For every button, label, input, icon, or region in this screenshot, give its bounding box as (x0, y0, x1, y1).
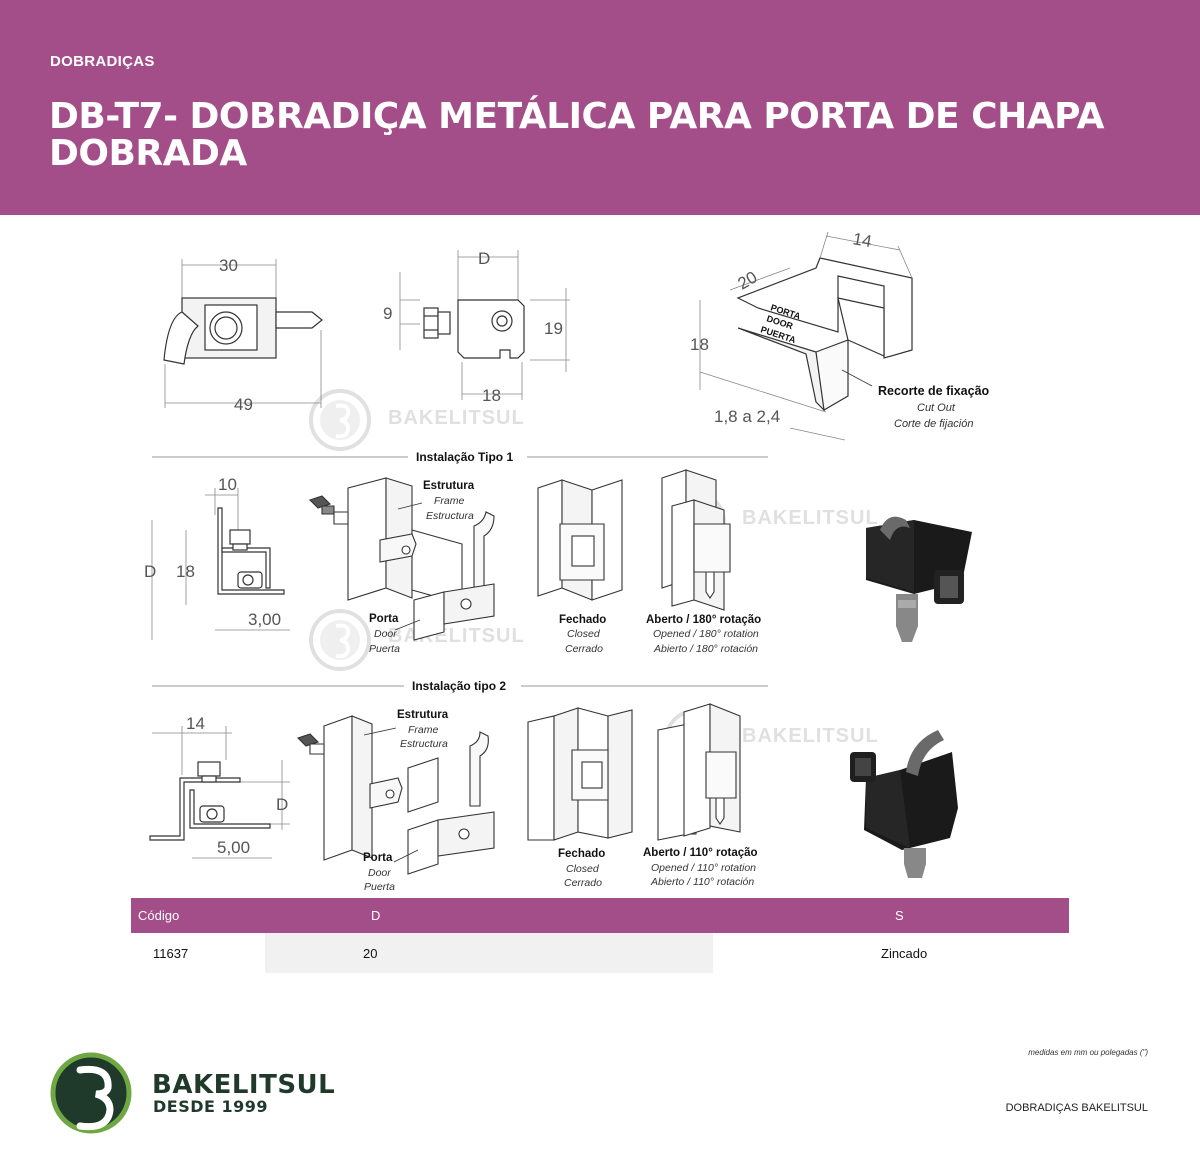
install1-exploded-view (308, 477, 495, 641)
svg-text:Estructura: Estructura (426, 510, 474, 522)
svg-text:Estrutura: Estrutura (397, 709, 449, 721)
header-codigo: Código (131, 898, 265, 933)
table-row: 11637 20 Zincado (131, 933, 1069, 973)
hinge-side-view (399, 250, 570, 400)
svg-text:Fechado: Fechado (558, 848, 605, 860)
spec-table: Código D S 11637 20 Zincado (131, 898, 1069, 973)
page-title: DB-T7- DOBRADIÇA METÁLICA PARA PORTA DE … (49, 96, 1105, 174)
svg-text:Frame: Frame (434, 495, 464, 507)
install2-section-view (149, 726, 290, 859)
svg-text:3,00: 3,00 (248, 610, 281, 629)
svg-text:18: 18 (690, 335, 709, 354)
watermark-3: BAKELITSUL (664, 491, 879, 553)
install2-open-view (657, 703, 741, 841)
watermark-4: BAKELITSUL (664, 709, 879, 771)
brand-since: DESDE 1999 (153, 1097, 269, 1116)
technical-drawings: BAKELITSUL BAKELITSUL BAKELITSUL BAKELIT… (144, 229, 990, 893)
hinge-front-view (163, 259, 323, 408)
svg-text:D: D (144, 562, 156, 581)
svg-text:Aberto / 180° rotação: Aberto / 180° rotação (646, 614, 761, 626)
hinge-render-2 (850, 730, 958, 878)
svg-text:Aberto / 110° rotação: Aberto / 110° rotação (643, 847, 758, 859)
svg-text:14: 14 (186, 714, 205, 733)
svg-text:Cerrado: Cerrado (564, 877, 602, 889)
install1-section-view (151, 488, 290, 640)
install1-title: Instalação Tipo 1 (416, 450, 513, 464)
svg-text:1,8 a 2,4: 1,8 a 2,4 (714, 407, 780, 426)
watermark-1: BAKELITSUL (309, 389, 525, 451)
svg-text:Opened / 110° rotation: Opened / 110° rotation (651, 862, 756, 874)
svg-text:Estructura: Estructura (400, 738, 448, 750)
svg-text:Porta: Porta (363, 852, 393, 864)
category-label: DOBRADIÇAS (50, 53, 155, 70)
svg-text:Abierto / 110° rotación: Abierto / 110° rotación (650, 876, 754, 888)
svg-text:Fechado: Fechado (559, 614, 606, 626)
svg-text:Closed: Closed (567, 628, 601, 640)
svg-text:10: 10 (218, 475, 237, 494)
svg-text:5,00: 5,00 (217, 838, 250, 857)
svg-text:Puerta: Puerta (364, 881, 395, 893)
svg-text:D: D (276, 795, 288, 814)
svg-text:Door: Door (374, 628, 397, 640)
bakelitsul-logo-icon (50, 1052, 132, 1134)
svg-text:Cerrado: Cerrado (565, 643, 603, 655)
svg-text:9: 9 (383, 304, 392, 323)
svg-text:18: 18 (482, 386, 501, 405)
svg-text:Frame: Frame (408, 724, 438, 736)
cutout-isometric (699, 231, 913, 441)
svg-text:19: 19 (544, 319, 563, 338)
svg-text:20: 20 (735, 268, 761, 294)
svg-text:Closed: Closed (566, 863, 600, 875)
brand-name: BAKELITSUL (152, 1070, 336, 1100)
header-d: D (265, 898, 713, 933)
install2-title: Instalação tipo 2 (412, 679, 506, 693)
svg-text:BAKELITSUL: BAKELITSUL (742, 507, 879, 529)
svg-text:49: 49 (234, 395, 253, 414)
svg-text:Door: Door (368, 867, 391, 879)
install2-closed-view (527, 707, 633, 841)
svg-text:Recorte de fixação: Recorte de fixação (878, 384, 990, 398)
svg-text:14: 14 (851, 229, 873, 251)
svg-text:Cut Out: Cut Out (917, 402, 956, 414)
hinge-render-1 (866, 516, 972, 642)
svg-text:Abierto / 180° rotación: Abierto / 180° rotación (653, 643, 758, 655)
svg-text:BAKELITSUL: BAKELITSUL (742, 725, 879, 747)
svg-text:Corte de fijación: Corte de fijación (894, 418, 974, 430)
svg-text:Opened / 180° rotation: Opened / 180° rotation (653, 628, 759, 640)
svg-text:18: 18 (176, 562, 195, 581)
svg-text:BAKELITSUL: BAKELITSUL (388, 407, 525, 429)
header-s: S (713, 898, 1069, 933)
svg-text:Porta: Porta (369, 613, 399, 625)
install1-open-view (661, 469, 731, 611)
header-banner: DOBRADIÇAS DB-T7- DOBRADIÇA METÁLICA PAR… (0, 0, 1200, 215)
cell-codigo: 11637 (153, 945, 189, 961)
footer-category: DOBRADIÇAS BAKELITSUL (1005, 1102, 1148, 1114)
svg-text:BAKELITSUL: BAKELITSUL (388, 625, 525, 647)
install2-exploded-view (296, 715, 495, 875)
table-header-row: Código D S (131, 898, 1069, 933)
install1-closed-view (537, 479, 623, 601)
svg-text:Estrutura: Estrutura (423, 480, 475, 492)
svg-text:D: D (478, 249, 490, 268)
cell-d: 20 (265, 933, 713, 973)
svg-text:30: 30 (219, 256, 238, 275)
measurement-note: medidas em mm ou polegadas (") (1028, 1048, 1148, 1057)
cell-s: Zincado (881, 945, 928, 961)
svg-text:Puerta: Puerta (369, 643, 400, 655)
